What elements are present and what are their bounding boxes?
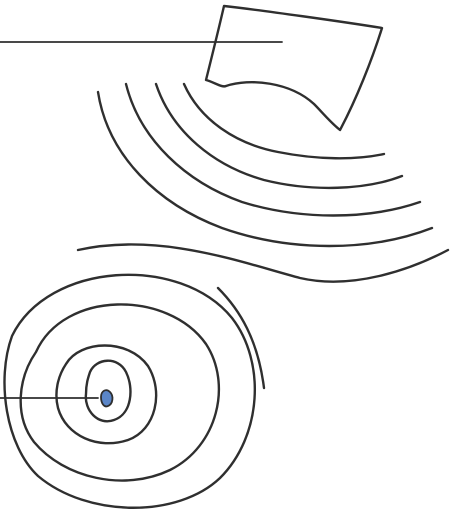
emitted-wavefronts bbox=[78, 84, 448, 388]
point-scatterer bbox=[101, 390, 112, 406]
scattered-wavefronts bbox=[4, 275, 254, 508]
emitted-wavefront bbox=[78, 244, 448, 281]
scattered-wavefront bbox=[21, 304, 219, 480]
emitted-wavefront bbox=[98, 92, 432, 246]
transducer-shape bbox=[206, 6, 382, 130]
emitted-wavefront bbox=[218, 288, 264, 388]
emitted-wavefront bbox=[184, 84, 384, 158]
